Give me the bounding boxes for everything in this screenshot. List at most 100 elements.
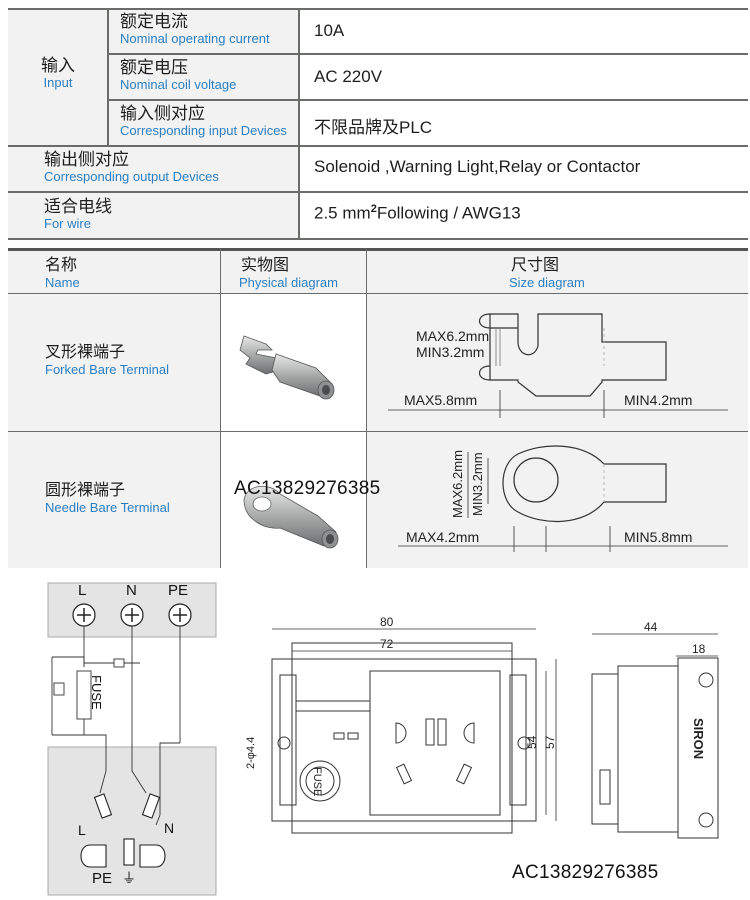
header-physical: 实物图 Physical diagram bbox=[239, 257, 338, 290]
row-divider bbox=[8, 145, 748, 147]
label-en: For wire bbox=[44, 216, 91, 231]
dim-depth-total: 44 bbox=[644, 620, 658, 634]
ring-terminal-name: 圆形裸端子 Needle Bare Terminal bbox=[45, 482, 170, 515]
table-border bbox=[8, 238, 748, 240]
module-body bbox=[271, 658, 537, 822]
label-en: Nominal operating current bbox=[120, 31, 270, 46]
ring-outline bbox=[502, 445, 667, 523]
brand-label: SIRON bbox=[691, 718, 706, 759]
dim-height-inner: 54 bbox=[525, 735, 539, 749]
table-border bbox=[8, 248, 748, 251]
ring-terminal-size-diagram: MAX6.2mm MIN3.2mm MAX4.2mm MIN5.8mm bbox=[398, 445, 728, 552]
socket-left-icon bbox=[80, 844, 107, 868]
label-cn: 适合电线 bbox=[44, 197, 112, 216]
row-divider bbox=[108, 99, 748, 101]
ground-icon: ⏚ bbox=[122, 870, 136, 886]
input-group-cell bbox=[8, 8, 108, 146]
spec-label-cell bbox=[108, 8, 298, 54]
input-cn: 输入 bbox=[41, 56, 75, 75]
spec-values-area bbox=[300, 8, 748, 240]
side-rail-clip bbox=[677, 657, 719, 839]
spec-label-cell bbox=[8, 192, 298, 240]
dim-max-bottom: MAX4.2mm bbox=[406, 529, 479, 545]
header-en: Physical diagram bbox=[239, 275, 338, 290]
header-name: 名称 Name bbox=[45, 257, 80, 290]
fork-outline bbox=[489, 313, 667, 397]
value-input-devices: 不限品牌及PLC bbox=[314, 118, 433, 137]
label-cn: 额定电流 bbox=[120, 12, 188, 31]
fuse-label: FUSE bbox=[89, 675, 104, 710]
label-en: Corresponding input Devices bbox=[120, 123, 287, 138]
dim-max-bottom: MAX5.8mm bbox=[404, 392, 477, 408]
outlet-l-slot bbox=[93, 793, 113, 819]
module-frame bbox=[291, 642, 513, 834]
dim-max-inner: MAX6.2mm bbox=[416, 328, 489, 344]
label-en: Corresponding output Devices bbox=[44, 169, 219, 184]
outlet-n-slot bbox=[141, 793, 161, 819]
fuse-holder-label: FUSE bbox=[311, 767, 323, 796]
wiring-diagram: L N PE FUSE L N PE ⏚ bbox=[47, 582, 217, 896]
row-label-output-devices: 输出侧对应 Corresponding output Devices bbox=[44, 150, 219, 184]
wire-awg: Following / AWG13 bbox=[376, 203, 521, 223]
row-label-current: 额定电流 Nominal operating current bbox=[120, 12, 270, 46]
outlet-n-label: N bbox=[164, 820, 174, 836]
input-en: Input bbox=[43, 75, 73, 90]
dim-width-outer: 80 bbox=[380, 615, 394, 629]
input-group-label: 输入 Input bbox=[8, 56, 108, 90]
label-cn: 输出侧对应 bbox=[44, 150, 129, 169]
side-screw-bottom-icon bbox=[698, 812, 714, 828]
dim-min-bottom: MIN4.2mm bbox=[624, 392, 692, 408]
header-cn: 实物图 bbox=[241, 257, 290, 274]
column-divider bbox=[220, 248, 221, 568]
socket-face bbox=[369, 670, 501, 816]
dim-depth-part: 18 bbox=[692, 642, 706, 656]
dim-width-inner: 72 bbox=[380, 637, 394, 651]
value-voltage: AC 220V bbox=[314, 67, 383, 86]
name-cn: 圆形裸端子 bbox=[45, 482, 126, 499]
outlet-pe-label: PE bbox=[92, 870, 112, 887]
dim-min-inner: MIN3.2mm bbox=[470, 452, 485, 516]
column-divider bbox=[298, 8, 300, 240]
row-divider bbox=[108, 53, 748, 55]
watermark-bottom: AC13829276385 bbox=[512, 862, 659, 883]
label-cn: 额定电压 bbox=[120, 58, 188, 77]
side-screw-top-icon bbox=[698, 672, 714, 688]
terminal-table: 名称 Name 实物图 Physical diagram 尺寸图 Size di… bbox=[8, 248, 748, 568]
forked-terminal-name: 叉形裸端子 Forked Bare Terminal bbox=[45, 344, 169, 377]
row-divider bbox=[8, 191, 748, 193]
table-border bbox=[8, 8, 748, 10]
header-cn: 名称 bbox=[45, 257, 78, 274]
dim-hole: 2-φ4.4 bbox=[245, 737, 257, 769]
value-output-devices: Solenoid ,Warning Light,Relay or Contact… bbox=[314, 157, 641, 176]
header-en: Size diagram bbox=[509, 275, 585, 290]
mount-hole-left bbox=[277, 736, 291, 750]
label-cn: 输入侧对应 bbox=[120, 104, 205, 123]
header-size: 尺寸图 Size diagram bbox=[509, 257, 585, 290]
name-en: Forked Bare Terminal bbox=[45, 362, 170, 377]
fuse-symbol bbox=[76, 670, 92, 720]
ring-terminal-photo bbox=[243, 486, 339, 549]
header-cn: 尺寸图 bbox=[511, 257, 560, 274]
side-rear-plate bbox=[591, 673, 619, 825]
socket-right-icon bbox=[139, 844, 166, 868]
header-row bbox=[8, 248, 748, 294]
column-divider bbox=[107, 8, 109, 146]
wire-size: 2.5 mm bbox=[314, 203, 371, 223]
spec-table: 输入 Input 额定电流 Nominal operating current … bbox=[8, 8, 748, 240]
terminal-n-label: N bbox=[126, 582, 137, 599]
row-label-voltage: 额定电压 Nominal coil voltage bbox=[120, 58, 236, 92]
wire-size-exponent: 2 bbox=[370, 203, 377, 215]
watermark-text: AC13829276385 bbox=[234, 478, 381, 499]
outlet-pe-slot bbox=[123, 838, 135, 866]
row-label-wire: 适合电线 For wire bbox=[44, 197, 112, 231]
value-wire: 2.5 mm2Following / AWG13 bbox=[314, 203, 521, 224]
row-divider bbox=[8, 431, 748, 432]
dim-height-outer: 57 bbox=[543, 735, 557, 749]
spec-label-cell bbox=[108, 54, 298, 100]
outlet-l-label: L bbox=[78, 822, 86, 838]
terminal-l-label: L bbox=[78, 582, 86, 599]
value-current: 10A bbox=[314, 21, 345, 40]
side-body bbox=[617, 665, 679, 833]
row-divider bbox=[8, 293, 748, 294]
mount-hole-right bbox=[517, 736, 531, 750]
